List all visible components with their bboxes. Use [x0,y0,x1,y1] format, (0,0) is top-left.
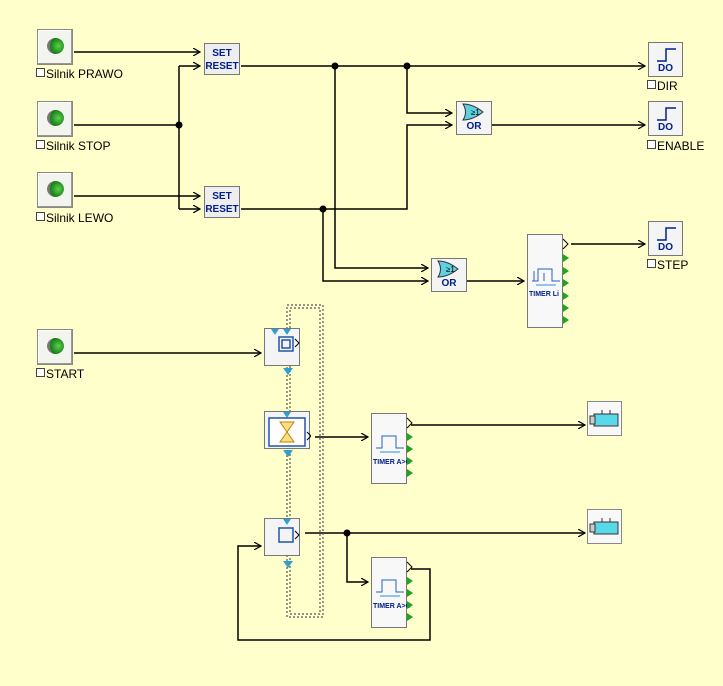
wire-sr2-or1 [241,125,452,210]
output-label-dir: DIR [647,79,678,93]
initial-step-icon [270,327,300,352]
set-reset-block-2[interactable]: SET RESET [204,186,240,218]
step-link-marker [283,368,293,375]
step-link-marker [283,561,293,568]
junction-dot [343,529,351,537]
sequence-step-timed[interactable] [264,410,312,449]
input-label-stop: Silnik STOP [36,139,110,153]
output-block-dir[interactable]: DO [648,42,683,77]
pulse-icon [657,107,676,121]
or-gate-enable[interactable]: ≥1 OR [456,101,492,135]
output-block-step[interactable]: DO [648,221,683,256]
wire-sr1-or2 [334,66,428,268]
sequence-frame [286,304,324,618]
timer-li-block[interactable]: TIMER Li [527,234,563,328]
wire-sr2-or2 [322,209,428,281]
svg-text:≥1: ≥1 [446,265,455,274]
timer-ac-block-1[interactable]: TIMER A>C [371,413,411,484]
wire-sr1-or1 [406,66,452,113]
junction-dot [403,62,411,70]
input-label-start: START [36,367,84,381]
timer-ac-ports-1 [406,417,413,477]
or-gate-step[interactable]: ≥1 OR [431,258,467,292]
timer-ac-label: TIMER A>C [373,459,411,466]
set-label: SET [212,48,232,59]
timer-icon [532,268,560,286]
or-label: OR [466,121,482,132]
output-type: DO [658,122,673,133]
step-link-marker [283,450,293,457]
timer-ac-block-2[interactable]: TIMER A>C [371,557,411,628]
svg-text:≥1: ≥1 [471,108,480,117]
sequence-step-third[interactable] [264,517,300,556]
action-block-1[interactable] [587,401,622,436]
pulse-icon [657,48,676,62]
or-gate-icon: ≥1 [437,260,459,278]
timer-ac-label: TIMER A>C [373,603,411,610]
output-type: DO [658,63,673,74]
wire-feedback-loop [237,546,431,641]
reset-label: RESET [205,61,239,72]
input-button-prawo[interactable] [37,29,73,65]
pulse-icon [657,227,676,241]
timer-li-ports [562,238,569,324]
junction-dot [331,62,339,70]
set-label: SET [212,191,232,202]
output-block-enable[interactable]: DO [648,101,683,136]
junction-dot [319,205,327,213]
sequence-step-initial[interactable] [264,327,300,366]
input-label-prawo: Silnik PRAWO [36,67,123,81]
junction-dot [175,121,183,129]
cylinder-icon [589,410,619,427]
timer-li-label: TIMER Li [529,291,559,298]
reset-label: RESET [205,204,239,215]
input-button-start[interactable] [37,329,73,365]
wire-step3-timer2 [346,533,368,582]
input-button-lewo[interactable] [37,172,73,208]
sequence-frame-inner [289,307,321,615]
set-reset-block-1[interactable]: SET RESET [204,43,240,75]
cylinder-icon [589,518,619,535]
or-label: OR [441,278,457,289]
output-label-enable: ENABLE [647,139,704,153]
output-label-step: STEP [647,258,688,272]
hourglass-step-icon [268,410,312,447]
timer-ac-ports-2 [406,561,413,621]
input-label-lewo: Silnik LEWO [36,211,113,225]
timer-icon [376,435,404,453]
output-type: DO [658,242,673,253]
step-icon [278,517,300,543]
input-button-stop[interactable] [37,101,73,137]
or-gate-icon: ≥1 [462,103,484,121]
action-block-2[interactable] [587,509,622,544]
timer-icon [376,579,404,597]
